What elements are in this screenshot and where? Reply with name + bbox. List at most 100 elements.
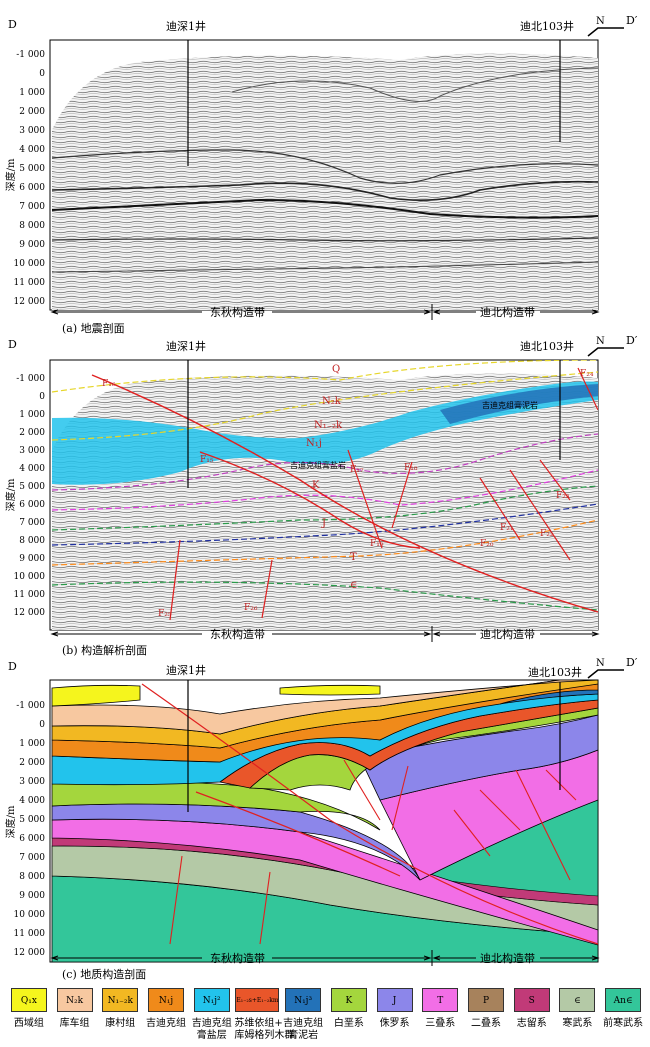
section-c-caption: (c) 地质构造剖面 <box>62 967 146 981</box>
geological-section-c: D D′ N 迪深1井 迪北103井 <box>4 656 638 981</box>
fault-trace <box>509 469 571 561</box>
legend-label: 康村组 <box>105 1018 136 1029</box>
fault-label: F₁₅ <box>200 455 214 465</box>
legend-label: 吉迪克组 膏盐层 <box>191 1018 232 1041</box>
mudstone-layer-fill <box>440 384 598 424</box>
fault-trace <box>479 477 521 541</box>
legend-swatch: E₁₋₂s+E₁₋₂km <box>235 988 280 1012</box>
legend-swatch: N₁j³ <box>285 988 322 1012</box>
depth-tick: -1 000 <box>16 701 45 711</box>
depth-tick: 7 000 <box>19 853 45 863</box>
section-b-belt-2-label: 迪北构造带 <box>480 627 535 641</box>
legend-swatch: N₂k <box>56 988 93 1012</box>
fault-trace <box>261 559 273 619</box>
depth-tick: 5 000 <box>19 164 45 174</box>
legend-label: 二叠系 <box>471 1018 501 1029</box>
depth-tick: 3 000 <box>19 446 45 456</box>
fault-trace <box>539 459 571 501</box>
section-c-end-label: D′ <box>626 656 638 669</box>
fault-trace <box>141 683 599 945</box>
section-c-north-arrow <box>587 669 624 679</box>
unit-label: J <box>321 518 326 529</box>
legend-label: 苏维依组+ 库姆格列木群 <box>234 1018 295 1041</box>
section-b-belt-bar: 东秋构造带 迪北构造带 <box>50 626 600 642</box>
interpreted-section-b: D D′ N 迪深1井 迪北103井 <box>4 334 638 657</box>
section-a-depth-axis-label: 深度/m <box>4 158 17 191</box>
depth-tick: 12 000 <box>14 297 46 307</box>
fault-trace <box>391 461 413 529</box>
depth-tick: -1 000 <box>16 50 45 60</box>
section-a-caption: (a) 地震剖面 <box>62 321 125 335</box>
fault-trace <box>199 451 421 549</box>
depth-tick: 11 000 <box>14 278 46 288</box>
section-b-north-arrow <box>587 347 624 357</box>
legend-label: 前寒武系 <box>603 1018 644 1029</box>
unit-label: T <box>350 552 357 563</box>
section-a-north-arrow <box>587 27 624 37</box>
section-b-well-1-label: 迪深1井 <box>166 339 206 353</box>
depth-tick: 12 000 <box>14 948 46 958</box>
mudstone-label: 吉迪克组膏泥岩 <box>482 400 538 410</box>
fault-label: F₁₆ <box>102 379 116 389</box>
fault-label: F₂₁ <box>500 523 513 533</box>
section-a-belt-1-label: 东秋构造带 <box>210 305 265 319</box>
section-c-start-label: D <box>8 660 17 673</box>
section-b-north-label: N <box>596 336 605 347</box>
depth-tick: 11 000 <box>14 590 46 600</box>
depth-tick: 9 000 <box>19 554 45 564</box>
unit-label: N₁₋₂k <box>314 420 343 431</box>
section-a-well-1-label: 迪深1井 <box>166 19 206 33</box>
fault-label: F₂₀ <box>480 539 494 549</box>
legend-swatch: K <box>330 988 367 1012</box>
legend-swatch: N₁j <box>148 988 184 1012</box>
section-b-depth-axis-label: 深度/m <box>4 478 17 511</box>
depth-tick: 4 000 <box>19 464 45 474</box>
legend-label: 志留系 <box>516 1018 547 1029</box>
section-a-seismic-fill <box>52 53 598 310</box>
depth-tick: 1 000 <box>19 88 45 98</box>
unit-label: K <box>312 480 320 491</box>
unit-label: Q <box>332 364 340 375</box>
legend-swatch: ∈ <box>559 988 596 1012</box>
section-c-well-1-label: 迪深1井 <box>166 663 206 677</box>
depth-tick: 6 000 <box>19 500 45 510</box>
section-a-belt-2-label: 迪北构造带 <box>480 305 535 319</box>
legend-label: 寒武系 <box>562 1018 593 1029</box>
fault-label: F₁₈ <box>404 463 418 473</box>
seismic-section-a: D D′ N 迪深1井 迪北103井 -1 000 0 1 000 2 000 … <box>4 14 638 335</box>
section-c-depth-ticks: -1 000 0 1 000 2 000 3 000 4 000 5 000 6… <box>14 701 46 958</box>
depth-tick: 8 000 <box>19 872 45 882</box>
section-c-north-label: N <box>596 658 605 669</box>
legend-label: 吉迪克组 膏泥岩 <box>283 1018 324 1041</box>
depth-tick: 11 000 <box>14 929 46 939</box>
cross-section-figure: D D′ N 迪深1井 迪北103井 -1 000 0 1 000 2 000 … <box>4 14 638 981</box>
section-b-end-label: D′ <box>626 334 638 347</box>
legend-swatch: N₁j² <box>193 988 230 1012</box>
section-a-end-label: D′ <box>626 14 638 27</box>
section-a-start-label: D <box>8 18 17 31</box>
section-b-start-label: D <box>8 338 17 351</box>
depth-tick: 0 <box>39 392 45 402</box>
depth-tick: 10 000 <box>14 259 46 269</box>
fault-label: F₂₃ <box>556 491 570 501</box>
legend-swatch: Q₁x <box>10 988 47 1012</box>
depth-tick: 3 000 <box>19 777 45 787</box>
depth-tick: 0 <box>39 720 45 730</box>
depth-tick: 10 000 <box>14 910 46 920</box>
legend-swatch: An∈ <box>605 988 642 1012</box>
section-b-well-2-label: 迪北103井 <box>520 339 574 353</box>
depth-tick: 10 000 <box>14 572 46 582</box>
depth-tick: 2 000 <box>19 107 45 117</box>
fault-trace <box>195 791 401 877</box>
depth-tick: -1 000 <box>16 374 45 384</box>
legend-item: An∈ 前寒武系 <box>600 988 646 1030</box>
section-a-well-2-label: 迪北103井 <box>520 19 574 33</box>
section-b-depth-ticks: -1 000 0 1 000 2 000 3 000 4 000 5 000 6… <box>14 374 46 618</box>
